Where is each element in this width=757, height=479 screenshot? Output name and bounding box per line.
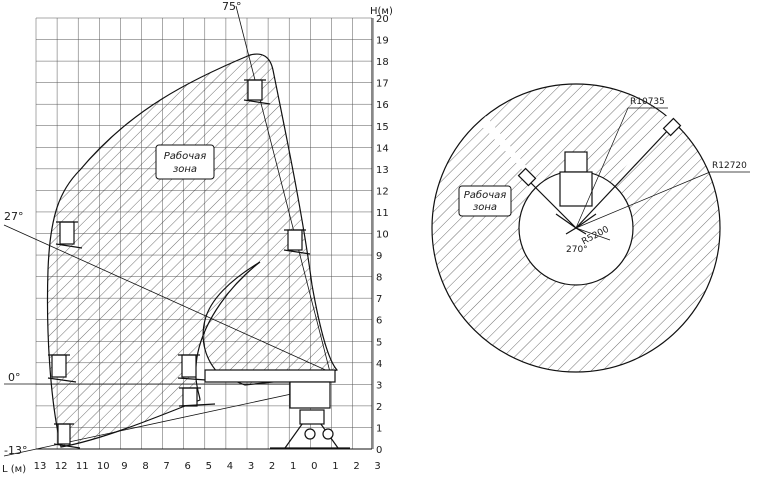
side-view: Рабочая зона [2, 0, 393, 475]
basket-low-mid [178, 387, 216, 407]
h-tick-label: 2 [376, 402, 382, 413]
dimension-leaders [575, 107, 750, 241]
zone-label-line2: зона [173, 164, 197, 175]
h-axis-label: H(м) [370, 6, 393, 17]
basket-top [243, 79, 271, 105]
h-tick-label: 0 [376, 445, 382, 456]
l-tick-label: 7 [163, 461, 169, 472]
h-tick-label: 16 [376, 100, 389, 111]
h-tick-label: 4 [376, 359, 382, 370]
h-tick-label: 8 [376, 273, 382, 284]
l-tick-label: 2 [269, 461, 275, 472]
boom-line-27 [3, 224, 331, 373]
basket-mid [177, 354, 207, 381]
h-tick-label: 12 [376, 186, 389, 197]
h-tick-label: 6 [376, 316, 382, 327]
basket-mid-left [47, 354, 77, 383]
h-tick-label: 1 [376, 423, 382, 434]
boom-lines [3, 5, 331, 457]
l-tick-label: 11 [76, 461, 89, 472]
l-tick-label: 2 [353, 461, 359, 472]
top-zone-label-box: Рабочая зона [458, 185, 512, 217]
basket-upper-right [283, 229, 311, 255]
outer-zone [431, 83, 721, 373]
basket-bottom-left [53, 423, 81, 449]
h-tick-label: 20 [376, 14, 389, 25]
l-tick-label: 5 [206, 461, 212, 472]
h-tick-label: 13 [376, 165, 389, 176]
l-tick-label: 3 [248, 461, 254, 472]
h-tick-label: 10 [376, 230, 389, 241]
boom-line-75 [235, 5, 331, 373]
l-tick-label: 10 [97, 461, 110, 472]
top-view: R10735 R12720 R5200 270° Рабочая зона [431, 83, 750, 373]
h-tick-label: 19 [376, 36, 389, 47]
l-tick-label: 1 [332, 461, 338, 472]
basket-upper-left [55, 221, 83, 249]
angle-0-label: 0° [8, 371, 21, 384]
h-tick-label: 15 [376, 122, 389, 133]
booms [517, 117, 682, 235]
h-tick-label: 7 [376, 294, 382, 305]
h-tick-label: 5 [376, 337, 382, 348]
l-tick-label: 8 [142, 461, 148, 472]
zone-label-box: Рабочая зона [155, 144, 215, 180]
angle-75-label: 75° [222, 0, 242, 13]
h-tick-label: 14 [376, 143, 389, 154]
l-tick-label: 0 [311, 461, 317, 472]
top-zone-label-line2: зона [473, 202, 497, 213]
slew-angle-label: 270° [566, 245, 588, 255]
radius-outer-label: R12720 [712, 161, 747, 171]
l-tick-label: 4 [227, 461, 233, 472]
zone-label-line1: Рабочая [164, 150, 207, 162]
top-zone-label-line1: Рабочая [464, 189, 507, 201]
h-tick-label: 18 [376, 57, 389, 68]
h-tick-label: 9 [376, 251, 382, 262]
boom-line-minus13 [3, 389, 311, 457]
angle-minus13-label: -13° [4, 444, 27, 457]
l-axis-label: L (м) [2, 464, 26, 475]
h-tick-label: 3 [376, 380, 382, 391]
baskets [47, 79, 311, 449]
l-tick-label: 6 [185, 461, 191, 472]
crane-base [204, 369, 350, 449]
h-tick-label: 11 [376, 208, 389, 219]
l-tick-label: 9 [121, 461, 127, 472]
l-tick-label: 1 [290, 461, 296, 472]
l-tick-label: 3 [374, 461, 380, 472]
radius-mid-label: R10735 [630, 97, 665, 107]
l-tick-label: 12 [55, 461, 68, 472]
l-tick-label: 13 [34, 461, 47, 472]
angle-27-label: 27° [4, 210, 24, 223]
h-tick-label: 17 [376, 79, 389, 90]
